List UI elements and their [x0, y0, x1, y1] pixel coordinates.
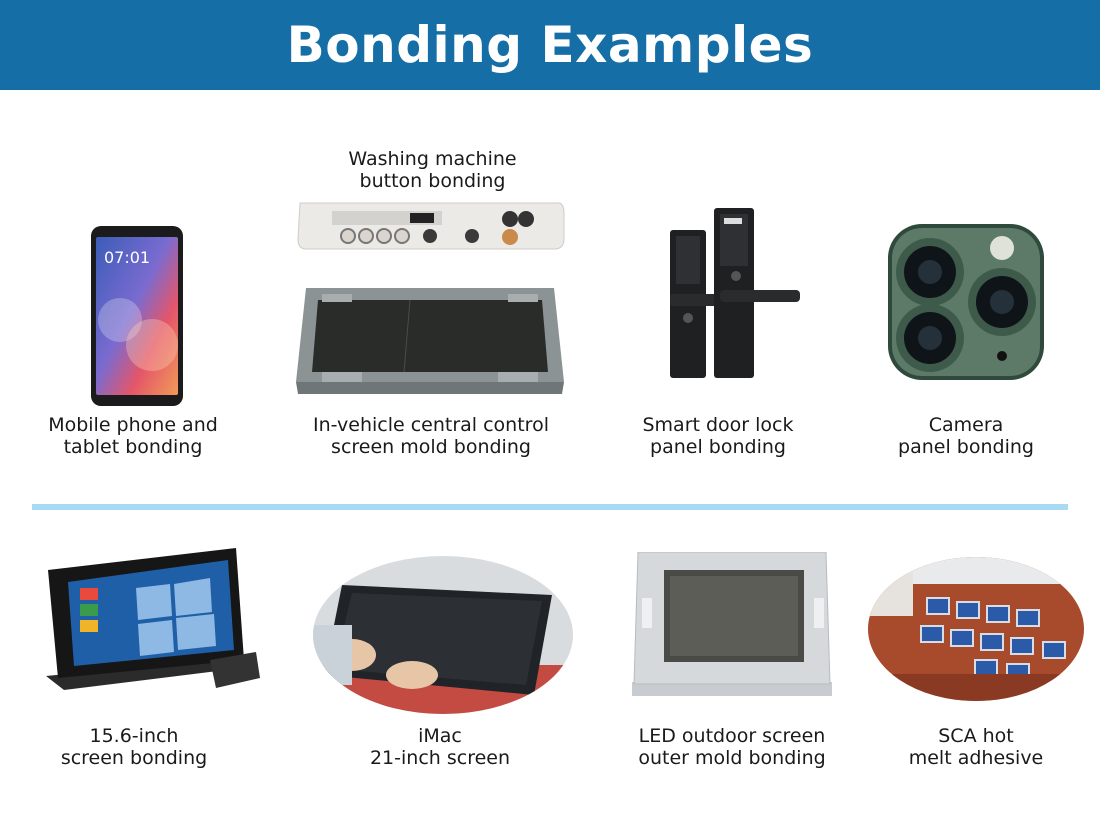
svg-text:07:01: 07:01 — [104, 248, 150, 267]
section-divider — [32, 504, 1068, 510]
portable-monitor-icon — [40, 548, 262, 694]
imac-screen-icon — [312, 555, 574, 715]
mobile-phone-icon: 07:01 — [90, 225, 184, 407]
camera-panel-icon — [884, 220, 1048, 384]
door-lock-icon — [664, 206, 804, 380]
page-title: Bonding Examples — [286, 16, 814, 74]
led-screen-mold-icon — [632, 552, 832, 698]
hot-melt-tray-icon — [867, 556, 1085, 702]
vehicle-screen-mold-icon — [292, 286, 568, 398]
title-banner: Bonding Examples — [0, 0, 1100, 90]
washing-machine-panel-icon — [296, 199, 566, 257]
